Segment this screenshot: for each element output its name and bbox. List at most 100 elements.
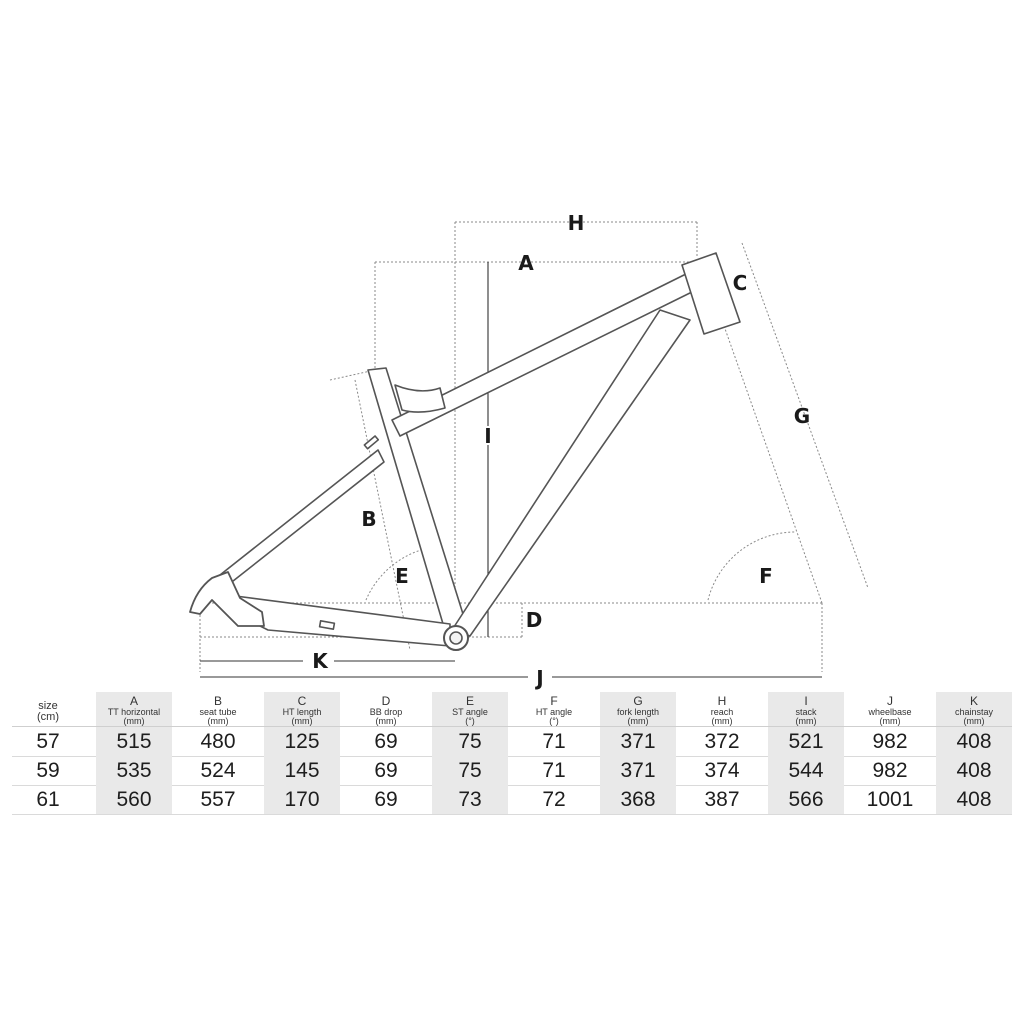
table-cell: 515 bbox=[96, 727, 172, 756]
label-A: A bbox=[518, 251, 534, 275]
table-cell: 982 bbox=[872, 730, 908, 753]
table-cell: 371 bbox=[600, 727, 676, 756]
header-unit: (mm) bbox=[207, 716, 229, 726]
header-unit: (°) bbox=[549, 716, 559, 726]
dimension-arrows bbox=[200, 262, 822, 678]
header-name: TT horizontal bbox=[107, 707, 161, 717]
label-F: F bbox=[759, 564, 773, 588]
size-cell: 61 bbox=[36, 788, 60, 811]
table-cell: 521 bbox=[768, 727, 844, 756]
header-letter: C bbox=[297, 694, 307, 708]
header-letter: I bbox=[804, 694, 808, 708]
header-unit: (mm) bbox=[375, 716, 397, 726]
table-cell: 69 bbox=[374, 730, 398, 753]
table-cell: 557 bbox=[200, 788, 236, 811]
label-K: K bbox=[312, 649, 329, 673]
bike-frame bbox=[189, 252, 741, 651]
table-cell: 368 bbox=[600, 785, 676, 814]
table-cell: 72 bbox=[542, 788, 566, 811]
header-name: reach bbox=[710, 707, 734, 717]
header-name: wheelbase bbox=[868, 707, 912, 717]
header-name: HT length bbox=[282, 707, 322, 717]
table-row: 59 535 524 145 69 75 71 371 374 544 982 408 bbox=[12, 756, 1012, 786]
label-I: I bbox=[484, 424, 491, 448]
header-letter: B bbox=[213, 694, 222, 708]
header-letter: A bbox=[129, 694, 138, 708]
table-cell: 387 bbox=[704, 788, 740, 811]
table-row: 57 515 480 125 69 75 71 371 372 521 982 408 bbox=[12, 727, 1012, 757]
table-cell: 69 bbox=[374, 788, 398, 811]
table-cell: 69 bbox=[374, 759, 398, 782]
label-E: E bbox=[395, 564, 409, 588]
table-cell: 145 bbox=[264, 756, 340, 785]
table-cell: 371 bbox=[600, 756, 676, 785]
table-cell: 524 bbox=[200, 759, 236, 782]
header-size-name: size bbox=[38, 700, 58, 712]
header-name: stack bbox=[795, 707, 817, 717]
table-cell: 480 bbox=[200, 730, 236, 753]
table-cell: 1001 bbox=[866, 788, 914, 811]
table-cell: 75 bbox=[432, 727, 508, 756]
table-cell: 374 bbox=[704, 759, 740, 782]
label-B: B bbox=[361, 507, 376, 531]
header-name: ST angle bbox=[452, 707, 488, 717]
size-cell: 57 bbox=[36, 730, 60, 753]
table-cell: 982 bbox=[872, 759, 908, 782]
header-name: fork length bbox=[616, 707, 660, 717]
table-row: 61 560 557 170 69 73 72 368 387 566 1001 408 bbox=[12, 785, 1012, 815]
header-letter: H bbox=[717, 694, 727, 708]
header-unit: (mm) bbox=[291, 716, 313, 726]
table-cell: 408 bbox=[936, 785, 1012, 814]
frame-geometry-diagram: H A C G I B E F D K J bbox=[189, 211, 869, 690]
table-cell: 73 bbox=[432, 785, 508, 814]
header-letter: J bbox=[887, 694, 893, 708]
table-cell: 125 bbox=[264, 727, 340, 756]
header-name: BB drop bbox=[369, 707, 403, 717]
header-unit: (mm) bbox=[879, 716, 901, 726]
table-cell: 408 bbox=[936, 727, 1012, 756]
table-cell: 170 bbox=[264, 785, 340, 814]
table-cell: 544 bbox=[768, 756, 844, 785]
header-size: size(cm) bbox=[12, 692, 84, 726]
table-cell: 566 bbox=[768, 785, 844, 814]
size-cell: 59 bbox=[36, 759, 60, 782]
header-unit: (°) bbox=[465, 716, 475, 726]
header-name: chainstay bbox=[954, 707, 994, 717]
table-cell: 75 bbox=[432, 756, 508, 785]
header-unit: (mm) bbox=[627, 716, 649, 726]
header-letter: F bbox=[550, 694, 558, 708]
header-size-unit: (cm) bbox=[37, 711, 59, 723]
label-J: J bbox=[534, 666, 543, 690]
table-cell: 372 bbox=[704, 730, 740, 753]
table-cell: 71 bbox=[542, 759, 566, 782]
header-unit: (mm) bbox=[795, 716, 817, 726]
table-cell: 535 bbox=[96, 756, 172, 785]
header-unit: (mm) bbox=[963, 716, 985, 726]
label-G: G bbox=[794, 404, 810, 428]
header-name: HT angle bbox=[535, 707, 573, 717]
header-letter: G bbox=[633, 694, 643, 708]
label-D: D bbox=[526, 608, 543, 632]
label-C: C bbox=[733, 271, 748, 295]
table-cell: 408 bbox=[936, 756, 1012, 785]
table-cell: 71 bbox=[542, 730, 566, 753]
table-cell: 560 bbox=[96, 785, 172, 814]
header-letter: K bbox=[969, 694, 978, 708]
label-H: H bbox=[568, 211, 585, 235]
header-unit: (mm) bbox=[123, 716, 145, 726]
header-unit: (mm) bbox=[711, 716, 733, 726]
header-letter: E bbox=[465, 694, 474, 708]
header-name: seat tube bbox=[199, 707, 237, 717]
